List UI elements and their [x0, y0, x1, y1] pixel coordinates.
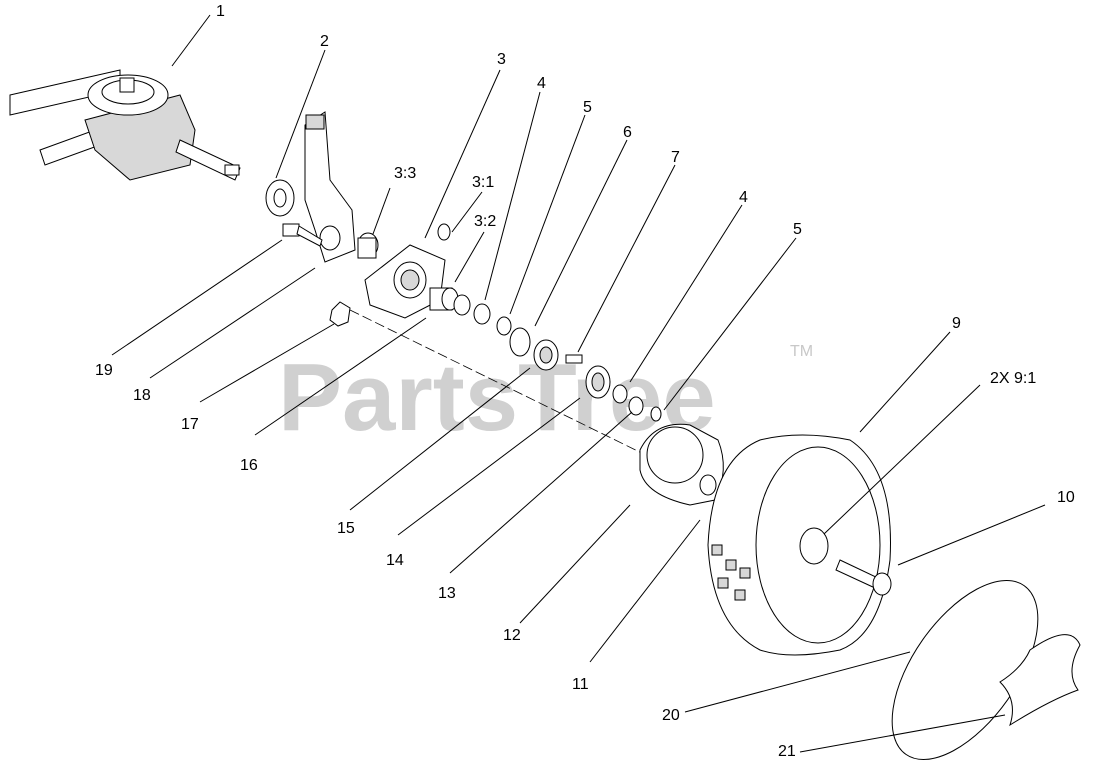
part-fitting-3-1	[437, 223, 451, 241]
part-clip-5	[496, 316, 512, 336]
callout-18: 18	[133, 387, 151, 404]
callout-20: 20	[662, 707, 680, 724]
callout-1: 1	[216, 3, 225, 20]
callout-13: 13	[438, 585, 456, 602]
part-spacer-3-3	[357, 232, 379, 259]
callout-3-1: 3:1	[472, 174, 494, 191]
part-washer-3-2	[453, 294, 471, 316]
callout-15: 15	[337, 520, 355, 537]
callout-5b: 5	[793, 221, 802, 238]
part-bolt-19	[282, 223, 323, 247]
leader-lines	[111, 14, 1046, 753]
callout-5: 5	[583, 99, 592, 116]
part-spacer-13	[628, 396, 644, 416]
part-washer-6	[509, 327, 531, 357]
part-pinion-14	[585, 365, 611, 399]
part-hubcap-20	[891, 580, 1039, 760]
callout-2: 2	[320, 33, 329, 50]
part-washer-2	[265, 179, 295, 217]
callout-14: 14	[386, 552, 404, 569]
callout-4: 4	[537, 75, 546, 92]
callout-4b: 4	[739, 189, 748, 206]
callout-7: 7	[671, 149, 680, 166]
callout-3-3: 3:3	[394, 165, 416, 182]
part-axle-10	[835, 559, 892, 596]
explosion-axis	[349, 309, 861, 561]
callout-labels: 1 2 3 4 5 6 7 4 5 3:3 3:1 3:2 9 2X 9:1 1…	[95, 3, 1075, 760]
callout-9: 9	[952, 315, 961, 332]
part-hub-cup	[639, 423, 724, 506]
callout-3: 3	[497, 51, 506, 68]
callout-16: 16	[240, 457, 258, 474]
callout-19: 19	[95, 362, 113, 379]
callout-17: 17	[181, 416, 199, 433]
part-clip-5b	[650, 406, 662, 422]
part-transmission	[9, 69, 241, 181]
callout-3-2: 3:2	[474, 213, 496, 230]
part-plate-3	[364, 244, 446, 319]
part-washer-4	[473, 303, 491, 325]
part-bracket-18	[304, 111, 356, 263]
watermark-trademark: TM	[790, 343, 813, 360]
part-wheel-9	[707, 434, 891, 656]
callout-21: 21	[778, 743, 796, 760]
callout-6: 6	[623, 124, 632, 141]
part-nut-17	[329, 301, 351, 327]
part-bearing-15	[533, 339, 559, 371]
callout-11: 11	[572, 676, 589, 693]
part-label-21	[999, 634, 1081, 727]
watermark: PartsTree	[278, 344, 716, 451]
callout-12: 12	[503, 627, 521, 644]
part-key-7	[565, 354, 583, 364]
part-washer-4b	[612, 384, 628, 404]
callout-9-1: 2X 9:1	[990, 370, 1036, 387]
callout-10: 10	[1057, 489, 1075, 506]
